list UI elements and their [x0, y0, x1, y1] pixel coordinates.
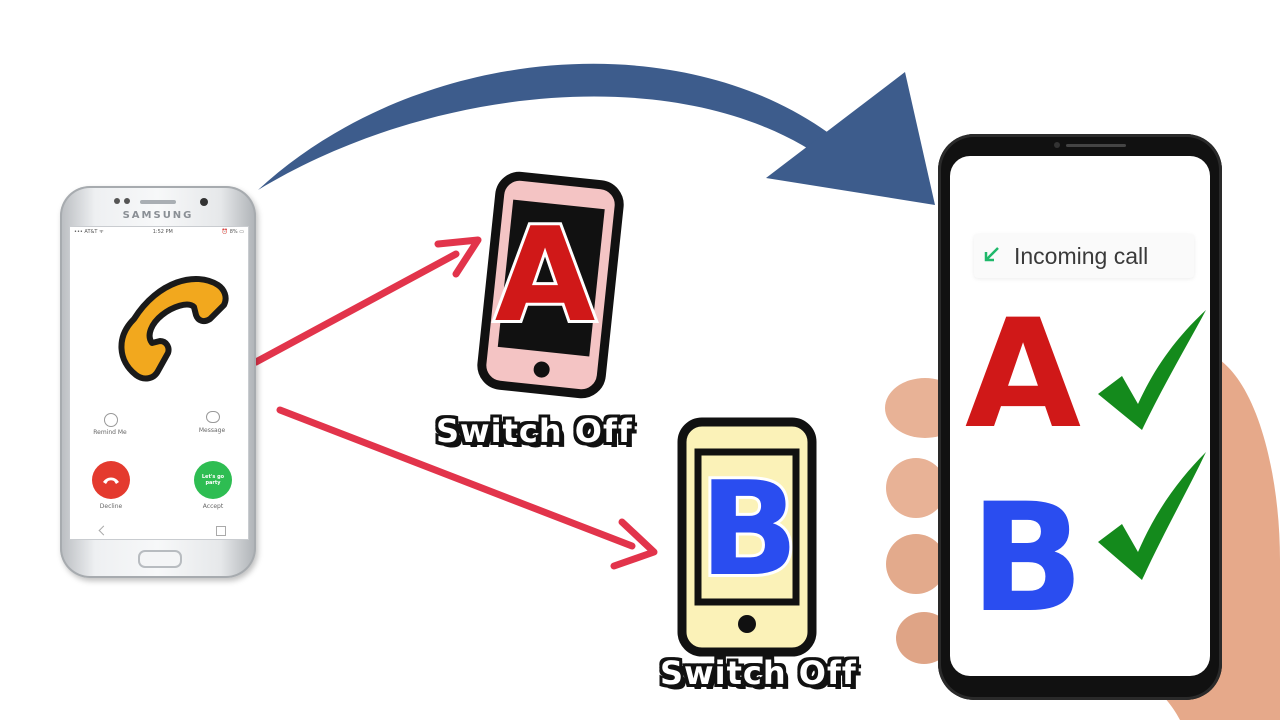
accept-button-text: Let's go party: [201, 474, 225, 486]
letter-a: A: [495, 208, 596, 338]
remind-me-icon[interactable]: [104, 413, 118, 427]
front-camera: [200, 198, 208, 206]
message-label[interactable]: Message: [198, 427, 226, 434]
letter-b-graphic: B: [696, 464, 801, 584]
sensor-dots: [114, 198, 130, 204]
curved-arrow-body: [258, 63, 850, 190]
red-arrow-to-a: [252, 250, 460, 366]
incoming-arrow-icon: [984, 247, 999, 262]
recents-key-icon[interactable]: [216, 526, 226, 536]
phone-a-icon: [477, 171, 624, 399]
caller-screen: ••• AT&T ᯤ 1:52 PM ⏰ 8% ▭ Remind Me Mess…: [69, 226, 249, 540]
receiver-screen: Incoming call: [950, 156, 1210, 676]
curved-arrow-head: [766, 72, 935, 205]
status-time: 1:52 PM: [152, 229, 173, 235]
check-icon: [1098, 310, 1206, 430]
status-carrier: ••• AT&T ᯤ: [74, 229, 104, 235]
back-key-icon[interactable]: [98, 525, 109, 536]
incoming-call-text: Incoming call: [1014, 242, 1149, 269]
right-letter-a: A: [965, 298, 1081, 438]
decline-label: Decline: [99, 503, 123, 510]
caller-phone: SAMSUNG ••• AT&T ᯤ 1:52 PM ⏰ 8% ▭ Remind…: [60, 186, 256, 578]
accept-button[interactable]: Let's go party: [194, 461, 232, 499]
letter-b: B: [699, 464, 798, 584]
finger-1: [886, 458, 946, 518]
status-battery: ⏰ 8% ▭: [221, 229, 244, 235]
finger-2: [886, 534, 946, 594]
right-letter-b-graphic: B: [967, 480, 1087, 620]
red-arrow-to-a-head: [434, 236, 482, 278]
red-arrow-to-b: [276, 406, 636, 550]
accept-label: Accept: [202, 503, 224, 510]
incoming-call-banner[interactable]: Incoming call: [974, 234, 1194, 278]
hang-up-icon: [103, 477, 119, 484]
switch-off-label-b: Switch Off: [660, 654, 857, 692]
red-arrow-to-b-head: [610, 518, 658, 570]
right-letter-b: B: [970, 480, 1084, 620]
remind-me-label[interactable]: Remind Me: [93, 429, 127, 436]
message-icon[interactable]: [206, 411, 220, 423]
letter-a-graphic: A: [492, 208, 599, 338]
speaker-slot: [1066, 144, 1126, 147]
brand-logo: SAMSUNG: [122, 210, 194, 221]
front-camera: [1054, 142, 1060, 148]
earpiece: [140, 200, 176, 204]
switch-off-label-a: Switch Off: [436, 412, 633, 450]
phone-handset-icon: [118, 275, 229, 382]
check-icon: [1098, 452, 1206, 580]
right-letter-a-graphic: A: [962, 298, 1084, 438]
phone-b-icon: [677, 417, 817, 657]
receiver-phone: Incoming call: [938, 134, 1222, 700]
home-button[interactable]: [138, 550, 182, 568]
decline-button[interactable]: [92, 461, 130, 499]
status-bar: ••• AT&T ᯤ 1:52 PM ⏰ 8% ▭: [74, 229, 244, 235]
